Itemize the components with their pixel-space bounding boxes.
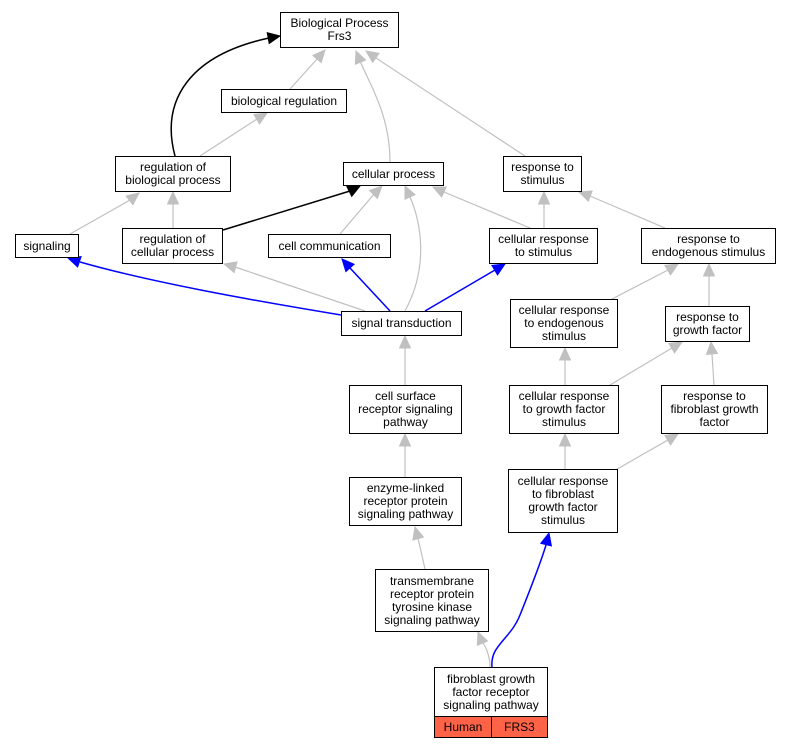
edge-regbio-to-bp-arrowhead [266,32,282,45]
edge-cellrespfgf-to-cellrespgf-arrowhead [558,432,572,447]
edge-signaling-to-regbio-arrowhead [125,192,140,206]
edge-sigtrans-to-signaling-arrowhead [66,255,82,268]
node-signal-transduction[interactable]: signal transduction [341,311,462,336]
node-regulation-of-biological-process[interactable]: regulation of biological process [115,156,231,192]
node-response-to-growth-factor[interactable]: response to growth factor [665,306,750,342]
edge-respgf-to-respendo-arrowhead [702,262,716,277]
edge-sigtrans-to-cellresp-arrowhead [491,263,507,276]
edge-cellrespgf-to-respgf [609,347,673,386]
edge-respfgf-to-respgf [711,353,715,386]
annotation-species-cell: Human [434,716,492,738]
edge-cellrespgf-to-cellrespendo-arrowhead [558,346,572,361]
node-signaling[interactable]: signaling [15,234,79,258]
edge-cellcomm-to-cellproc-arrowhead [368,185,383,200]
edge-sigtrans-to-cellresp [424,269,496,312]
edge-cellrespfgf-to-respfgf [611,439,669,473]
edge-bioreg-to-bp-arrowhead [312,49,326,64]
edge-cellresp-to-cellproc-arrowhead [431,186,447,198]
node-response-to-fibroblast-growth-factor[interactable]: response to fibroblast growth factor [661,385,768,434]
edge-sigtrans-to-signaling [79,261,342,316]
node-biological-process[interactable]: Biological Process Frs3 [280,12,399,48]
edge-cellcomm-to-cellproc [339,192,376,235]
edge-sigtrans-to-cellproc-arrowhead [404,184,416,200]
node-transmembrane-receptor-protein-tyrosine-kinase-signaling-pathway[interactable]: transmembrane receptor protein tyrosine … [375,569,489,632]
edge-cellrespfgf-to-respfgf-arrowhead [664,433,680,446]
edge-fgfr-to-rtk [481,641,491,668]
node-cellular-response-to-stimulus[interactable]: cellular response to stimulus [489,228,598,264]
edge-cellresp-to-resp-arrowhead [537,190,551,205]
node-enzyme-linked-receptor-protein-signaling-pathway[interactable]: enzyme-linked receptor protein signaling… [349,477,462,526]
edge-fgfr-to-cellrespfgf [491,544,547,668]
node-biological-regulation[interactable]: biological regulation [221,89,347,113]
node-cellular-response-to-fibroblast-growth-factor-stimulus[interactable]: cellular response to fibroblast growth f… [508,469,618,533]
node-response-to-stimulus[interactable]: response to stimulus [503,156,582,192]
node-regulation-of-cellular-process[interactable]: regulation of cellular process [122,228,223,264]
edge-cellsurf-to-sigtrans-arrowhead [398,334,412,349]
edge-cellrespgf-to-respgf-arrowhead [668,341,684,354]
edge-cellproc-to-bp [359,60,391,163]
edge-regcell-to-cellproc-arrowhead [346,185,362,198]
edge-resp-to-bp [375,57,526,157]
node-cellular-response-to-growth-factor-stimulus[interactable]: cellular response to growth factor stimu… [509,385,619,434]
node-cellular-response-to-endogenous-stimulus[interactable]: cellular response to endogenous stimulus [510,299,618,348]
edge-fgfr-to-rtk-arrowhead [476,630,489,646]
node-response-to-endogenous-stimulus[interactable]: response to endogenous stimulus [641,228,776,264]
edge-respfgf-to-respgf-arrowhead [705,340,719,355]
edge-sigtrans-to-regcell [234,266,366,312]
edge-cellresp-to-cellproc [443,191,531,229]
node-cell-surface-receptor-signaling-pathway[interactable]: cell surface receptor signaling pathway [349,385,462,434]
edge-respendo-to-resp [589,195,666,229]
node-fibroblast-growth-factor-receptor-signaling-pathway[interactable]: fibroblast growth factor receptor signal… [434,667,548,717]
edge-bioreg-to-bp [289,57,319,90]
edge-respendo-to-resp-arrowhead [577,190,593,203]
edge-signaling-to-regbio [69,199,131,235]
edge-regbio-to-bioreg-arrowhead [253,112,269,125]
edge-regcell-to-regbio-arrowhead [166,190,180,205]
edge-regbio-to-bp [170,37,270,157]
edge-sigtrans-to-cellproc [404,196,422,312]
edge-resp-to-bp-arrowhead [365,50,380,64]
edge-rtk-to-enzyme-arrowhead [412,525,425,541]
edge-sigtrans-to-cellcomm-arrowhead [341,258,355,273]
node-cell-communication[interactable]: cell communication [268,234,391,258]
edge-regbio-to-bioreg [199,118,258,157]
edge-sigtrans-to-cellcomm [349,267,391,312]
edge-cellproc-to-bp-arrowhead [354,49,367,65]
edge-fgfr-to-cellrespfgf-arrowhead [539,531,553,547]
edge-cellrespendo-to-respendo [611,269,669,300]
edge-cellrespendo-to-respendo-arrowhead [664,263,680,276]
edge-sigtrans-to-regcell-arrowhead [222,261,238,274]
edge-enzyme-to-cellsurf-arrowhead [398,432,412,447]
node-cellular-process[interactable]: cellular process [343,162,444,186]
edge-regcell-to-cellproc [222,190,351,231]
edge-rtk-to-enzyme [417,537,426,570]
annotation-gene-cell: FRS3 [491,716,548,738]
